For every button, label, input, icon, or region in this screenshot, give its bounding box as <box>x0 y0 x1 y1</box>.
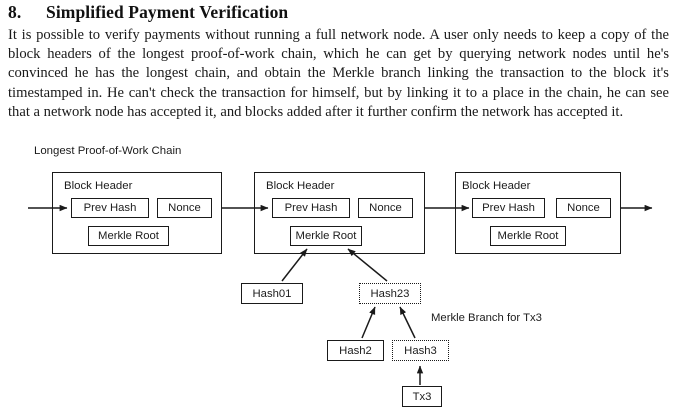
section-title: Simplified Payment Verification <box>46 2 289 22</box>
block-header-2-title: Block Header <box>266 180 335 192</box>
arrow-hash01-to-merkleroot <box>281 248 308 282</box>
arrow-hash23-to-merkleroot <box>347 248 388 282</box>
merkle-branch-label: Merkle Branch for Tx3 <box>431 312 542 324</box>
merkle-node-hash23: Hash23 <box>359 283 421 304</box>
block-header-2 <box>254 172 425 254</box>
merkle-chain-diagram: Longest Proof-of-Work Chain Block Header… <box>0 140 677 412</box>
diagram-connectors <box>28 204 653 385</box>
chain-title-label: Longest Proof-of-Work Chain <box>34 145 182 157</box>
arrow-hash2-to-hash23 <box>361 306 376 339</box>
merkle-node-tx3: Tx3 <box>402 386 442 407</box>
block-header-3-title: Block Header <box>462 180 531 192</box>
merkle-node-hash3: Hash3 <box>392 340 449 361</box>
block-header-1-title: Block Header <box>64 180 133 192</box>
block-1-nonce: Nonce <box>157 198 212 218</box>
block-1-prev-hash: Prev Hash <box>71 198 149 218</box>
section-paragraph: It is possible to verify payments withou… <box>8 27 669 120</box>
merkle-node-hash01: Hash01 <box>241 283 303 304</box>
block-2-nonce: Nonce <box>358 198 413 218</box>
block-3-prev-hash: Prev Hash <box>472 198 545 218</box>
block-3-merkle-root: Merkle Root <box>490 226 566 246</box>
block-2-prev-hash: Prev Hash <box>272 198 350 218</box>
section-heading: 8. Simplified Payment Verification <box>8 2 668 23</box>
arrow-hash3-to-hash23 <box>399 306 416 339</box>
block-1-merkle-root: Merkle Root <box>88 226 169 246</box>
block-2-merkle-root: Merkle Root <box>290 226 362 246</box>
block-header-1 <box>52 172 222 254</box>
section-number: 8. <box>8 2 22 22</box>
merkle-node-hash2: Hash2 <box>327 340 384 361</box>
block-header-3 <box>455 172 621 254</box>
block-3-nonce: Nonce <box>556 198 611 218</box>
